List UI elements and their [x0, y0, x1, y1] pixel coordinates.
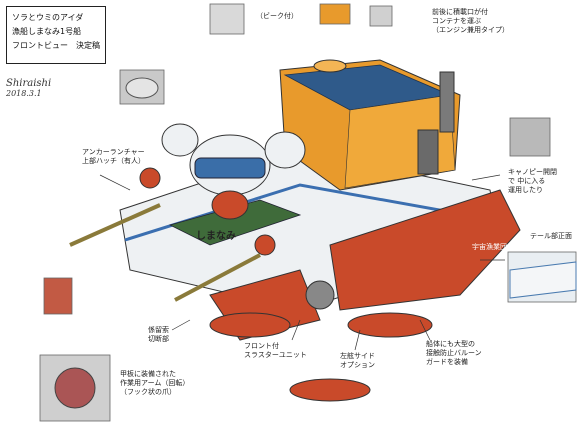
annotation-bottom-3: 船体にも大型の 接触防止バルーン ガードを装備	[426, 340, 482, 366]
annotation-left-1: アンカーランチャー 上部ハッチ（有人）	[82, 148, 145, 165]
annotation-left-2: 係留索 切断部	[148, 326, 169, 343]
annotation-right-1: 前後に積載口が付 コンテナを運ぶ （エンジン兼用タイプ）	[432, 8, 509, 34]
annotation-bottom-1: フロント付 スラスターユニット	[244, 342, 307, 359]
left-pod	[209, 312, 291, 338]
annotation-right-2: キャノピー開閉 で 中に入る 運用したり	[508, 168, 557, 194]
leader-lines	[99, 174, 505, 351]
annotation-bottom-2: 左舷サイド オプション	[340, 352, 375, 369]
signature-name: Shiraishi	[6, 78, 52, 89]
bridge	[161, 123, 306, 220]
title-box: ソラとウミのアイダ 漁船しまなみ1号船 フロントビュー 決定稿	[6, 6, 106, 64]
right-pod	[347, 312, 433, 338]
thruster-nozzle	[305, 280, 335, 310]
inset-light	[369, 5, 393, 27]
inset-beacon	[209, 3, 245, 35]
harpoon-arms	[69, 167, 276, 302]
inset-hatch	[319, 3, 351, 25]
hull-name-label: しまなみ	[196, 231, 236, 242]
inset-thumbnails	[39, 3, 577, 422]
annotation-top: （ビーク付）	[256, 12, 298, 20]
title-line-2: 漁船しまなみ1号船	[12, 27, 82, 36]
annotation-right-3: テール部正面	[530, 232, 572, 240]
inset-thruster	[43, 277, 73, 315]
signature-date: 2018.3.1	[6, 89, 42, 98]
crane-arm	[417, 71, 455, 175]
artist-signature: Shiraishi 2018.3.1	[6, 78, 51, 98]
torpedo	[289, 378, 371, 402]
cargo-container	[279, 59, 461, 191]
logo-label: 宇宙漁業団	[472, 243, 507, 251]
title-line-3: フロントビュー 決定稿	[12, 41, 100, 50]
inset-crane	[509, 117, 551, 157]
title-line-1: ソラとウミのアイダ	[12, 13, 84, 22]
annotation-bottom-left: 甲板に装備された 作業用アーム（回転） （フック状の爪）	[120, 370, 190, 396]
red-hull	[209, 189, 521, 402]
